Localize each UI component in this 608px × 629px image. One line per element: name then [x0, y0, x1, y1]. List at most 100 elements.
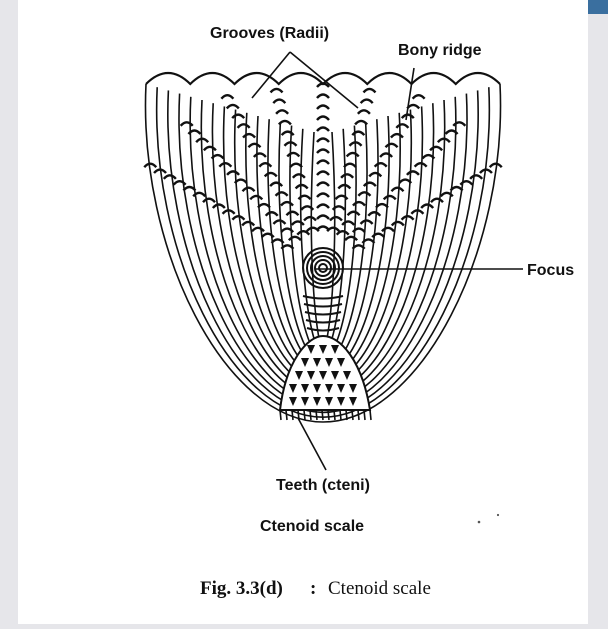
- groove-mark: [392, 222, 404, 226]
- groove-mark: [258, 204, 270, 208]
- groove-mark: [281, 202, 293, 206]
- groove-mark: [402, 115, 414, 119]
- groove-mark: [227, 171, 239, 175]
- groove-mark: [286, 212, 298, 216]
- spine: [310, 410, 311, 420]
- groove-mark: [361, 220, 373, 224]
- groove-mark: [358, 110, 370, 114]
- groove-mark: [272, 239, 284, 243]
- focus-ring: [315, 260, 331, 276]
- groove-mark: [348, 212, 360, 216]
- groove-mark: [353, 245, 365, 249]
- spine: [334, 410, 335, 420]
- groove-mark: [337, 231, 349, 235]
- spine: [280, 410, 281, 420]
- spine: [364, 410, 365, 420]
- groove-mark: [376, 204, 388, 208]
- groove-mark: [193, 193, 205, 197]
- spine: [322, 410, 323, 420]
- groove-mark: [273, 100, 285, 104]
- groove-mark: [232, 216, 244, 220]
- groove-mark: [183, 187, 195, 191]
- groove-mark: [327, 228, 339, 232]
- spine: [304, 410, 305, 420]
- speck-mark: [497, 514, 499, 516]
- groove-mark: [289, 237, 301, 241]
- groove-mark: [212, 155, 224, 159]
- spine: [292, 410, 293, 420]
- growth-ridge: [311, 132, 334, 350]
- spine: [340, 410, 341, 420]
- groove-mark: [451, 187, 463, 191]
- groove-mark: [279, 121, 291, 125]
- groove-mark: [243, 188, 255, 192]
- groove-mark: [453, 122, 465, 126]
- groove-mark: [293, 174, 305, 178]
- groove-mark: [330, 217, 342, 221]
- groove-mark: [204, 147, 216, 151]
- figure-caption: Fig. 3.3(d) : Ctenoid scale: [200, 578, 431, 599]
- radii-grooves: [144, 84, 501, 249]
- groove-mark: [252, 228, 264, 232]
- groove-mark: [232, 115, 244, 119]
- groove-mark: [441, 193, 453, 197]
- spine: [352, 410, 353, 420]
- groove-mark: [353, 202, 365, 206]
- groove-mark: [317, 216, 329, 220]
- groove-mark: [399, 180, 411, 184]
- groove-mark: [227, 105, 239, 109]
- groove-mark: [362, 239, 374, 243]
- neck-ridge: [306, 320, 340, 323]
- groove-mark: [380, 153, 392, 157]
- groove-mark: [364, 183, 376, 187]
- groove-mark: [317, 117, 329, 121]
- groove-mark: [181, 122, 193, 126]
- groove-mark: [344, 164, 356, 168]
- groove-mark: [188, 131, 200, 135]
- groove-mark: [301, 206, 313, 210]
- groove-mark: [219, 163, 231, 167]
- spine: [346, 410, 347, 420]
- groove-mark: [396, 124, 408, 128]
- neck-ridge: [307, 328, 339, 331]
- groove-mark: [266, 212, 278, 216]
- groove-mark: [369, 173, 381, 177]
- spine: [370, 410, 371, 420]
- groove-mark: [281, 229, 293, 233]
- neck-ridge: [304, 304, 342, 307]
- groove-mark: [402, 216, 414, 220]
- groove-mark: [221, 95, 233, 99]
- grooves-label: Grooves (Radii): [210, 25, 329, 42]
- neck-ridge: [303, 296, 343, 299]
- groove-mark: [298, 196, 310, 200]
- groove-mark: [361, 100, 373, 104]
- spine: [316, 410, 317, 420]
- caption-separator: :: [310, 578, 316, 599]
- scale-name-label: Ctenoid scale: [260, 518, 364, 535]
- teeth-label: Teeth (cteni): [276, 477, 370, 494]
- groove-mark: [174, 181, 186, 185]
- groove-mark: [446, 131, 458, 135]
- groove-mark: [276, 110, 288, 114]
- groove-mark: [317, 106, 329, 110]
- groove-mark: [317, 172, 329, 176]
- groove-mark: [304, 217, 316, 221]
- groove-mark: [345, 237, 357, 241]
- focus-ring: [319, 264, 327, 272]
- groove-mark: [317, 205, 329, 209]
- groove-mark: [352, 132, 364, 136]
- groove-mark: [248, 144, 260, 148]
- groove-mark: [250, 196, 262, 200]
- teeth-pointer: [298, 418, 326, 470]
- groove-mark: [238, 124, 250, 128]
- groove-mark: [460, 181, 472, 185]
- groove-mark: [342, 221, 354, 225]
- groove-mark: [336, 196, 348, 200]
- groove-mark: [282, 132, 294, 136]
- groove-mark: [317, 139, 329, 143]
- groove-mark: [431, 199, 443, 203]
- focus-ring: [303, 248, 343, 288]
- groove-mark: [317, 194, 329, 198]
- groove-mark: [386, 144, 398, 148]
